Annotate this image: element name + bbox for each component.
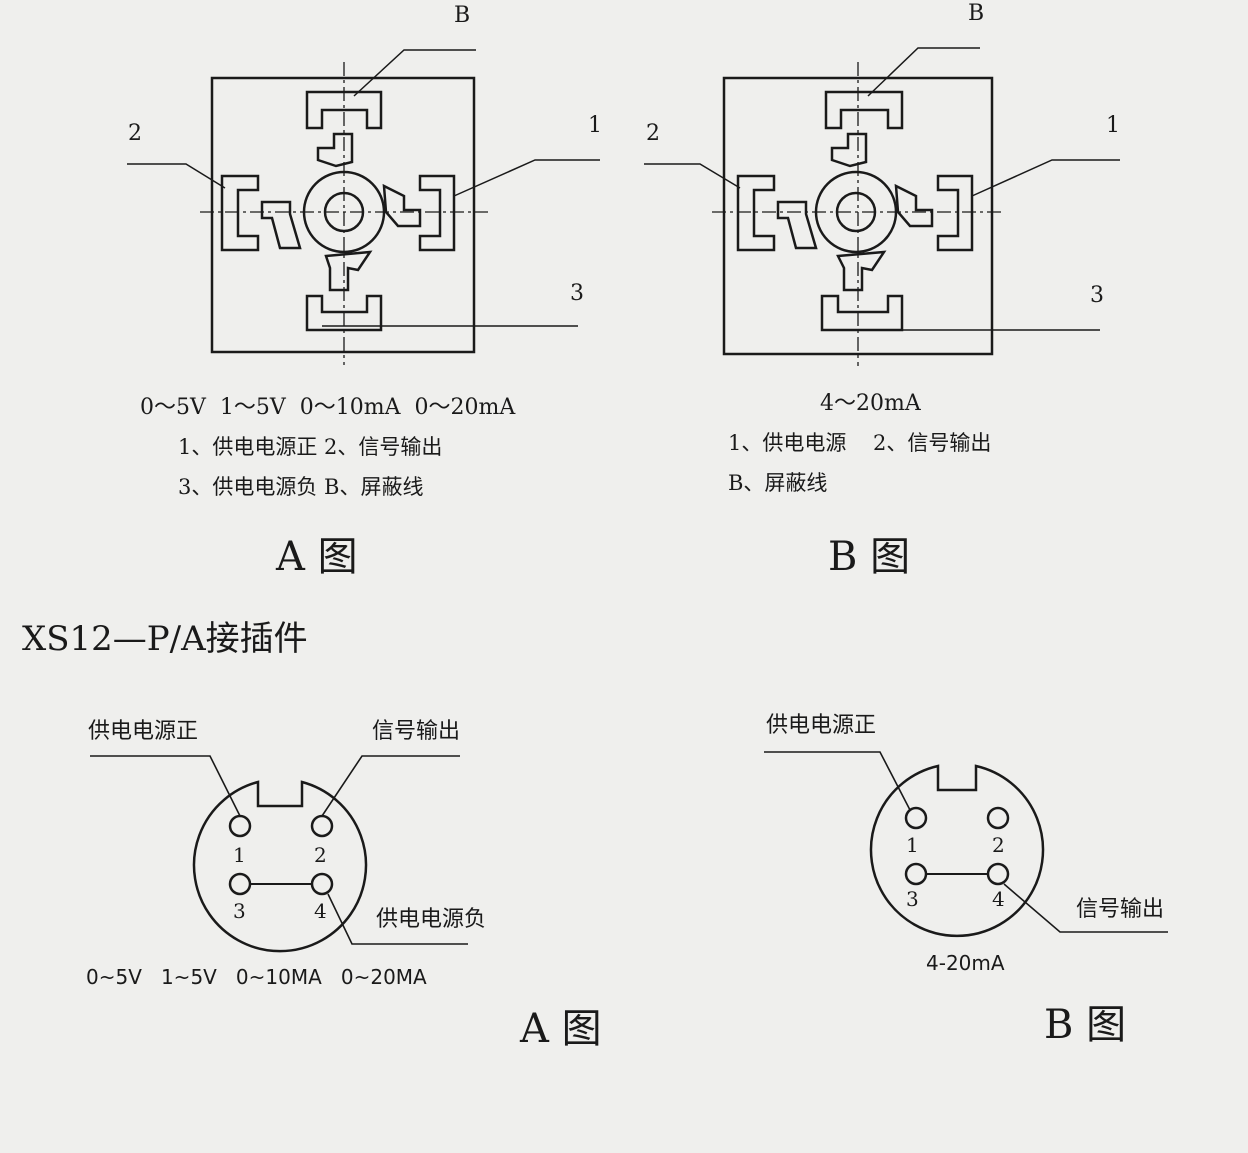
socket-a-label-b: B [454,3,470,28]
connector-a-pin-2 [310,814,334,838]
connector-b-caption: B 图 [1044,1002,1126,1048]
connector-b-pin-1-label: 1 [906,833,919,857]
socket-b-center-hole [835,191,877,233]
socket-a-pin-2 [220,174,260,252]
socket-a-ranges: 0～5V 1～5V 0～10mA 0～20mA [140,395,516,420]
socket-b-pin-1 [936,174,974,252]
connector-b-pin-3-label: 3 [906,887,919,911]
socket-face-a [127,49,600,365]
socket-a-pin-b [305,90,383,130]
socket-a-center-hole [323,191,365,233]
connector-b-pin-2 [986,806,1010,830]
socket-a-pin-1 [418,174,456,252]
socket-a-key-right [382,183,422,228]
connector-b-leader-signal-out [1003,883,1168,933]
connector-b-pin-4-label: 4 [992,887,1005,911]
socket-a-key-bottom [324,250,373,292]
connector-a-label-power-neg: 供电电源负 [376,907,486,932]
socket-b-pin-b [824,90,904,130]
socket-a-label-3: 3 [570,281,584,306]
connector-b-pin-4 [986,862,1010,886]
connector-a-ranges: 0~5V 1~5V 0~10MA 0~20MA [86,965,427,989]
connector-b-leader-power-pos [764,751,911,811]
connector-a-label-signal-out: 信号输出 [372,719,460,744]
socket-b-pin-3 [820,294,904,332]
socket-a-pin-3 [305,294,383,332]
socket-b-range: 4～20mA [820,391,922,416]
socket-b-center-ring [814,170,898,254]
connector-b-pin-2-label: 2 [992,833,1005,857]
connector-a-pin-1-label: 1 [233,843,246,867]
socket-a-leader-b [353,49,476,97]
connector-a-label-power-pos: 供电电源正 [88,719,198,744]
connector-a-pin-4-label: 4 [314,899,327,923]
socket-b-leader-b [867,47,980,97]
socket-a-key-left [260,200,302,250]
socket-face-b-frame [722,76,994,356]
socket-face-b [644,47,1120,366]
socket-a-center-ring [302,170,386,254]
socket-b-label-b: B [968,1,984,26]
socket-b-key-bottom [836,250,887,292]
socket-a-legend-line1: 1、供电电源正 2、信号输出 [178,435,442,459]
socket-b-legend-line2: B、屏蔽线 [728,471,827,495]
socket-b-label-3: 3 [1090,283,1104,308]
socket-a-key-top [316,132,354,168]
socket-b-pin-2 [736,174,776,252]
connector-a-pin-3 [228,872,252,896]
connector-b-pin-1 [904,806,928,830]
connector-b-pin-3 [904,862,928,886]
connector-a-leader-signal-out [321,755,460,817]
connector-b-range: 4-20mA [926,951,1005,975]
connector-b-label-power-pos: 供电电源正 [766,713,876,738]
socket-b-label-2: 2 [646,121,660,146]
socket-a-label-2: 2 [128,121,142,146]
socket-a-caption: A 图 [275,534,358,580]
socket-b-key-right [894,183,934,228]
socket-b-label-1: 1 [1106,113,1120,138]
connector-b-body [869,764,1045,938]
socket-b-key-top [830,132,868,168]
connector-b-label-signal-out: 信号输出 [1076,897,1164,922]
connector-a-caption: A 图 [519,1006,602,1052]
socket-a-legend-line2: 3、供电电源负 B、屏蔽线 [178,475,423,499]
connector-a-pin-2-label: 2 [314,843,327,867]
connector-a-pin-3-label: 3 [233,899,246,923]
socket-b-key-left [776,200,818,250]
connector-a [90,755,468,953]
connector-a-leader-power-pos [90,755,241,817]
socket-b-legend-line1: 1、供电电源 2、信号输出 [728,431,991,455]
socket-b-leader-1 [971,159,1120,197]
socket-a-label-1: 1 [588,113,602,138]
connector-b [764,751,1168,938]
connector-a-leader-power-neg [327,893,468,945]
connector-a-body [192,780,368,953]
socket-a-leader-1 [453,159,600,197]
socket-a-leader-2 [127,163,226,189]
connector-a-pin-4 [310,872,334,896]
socket-b-caption: B 图 [828,534,910,580]
socket-face-a-frame [210,76,476,354]
connector-a-pin-1 [228,814,252,838]
section-title: XS12—P/A接插件 [22,619,308,659]
socket-b-leader-2 [644,163,741,189]
